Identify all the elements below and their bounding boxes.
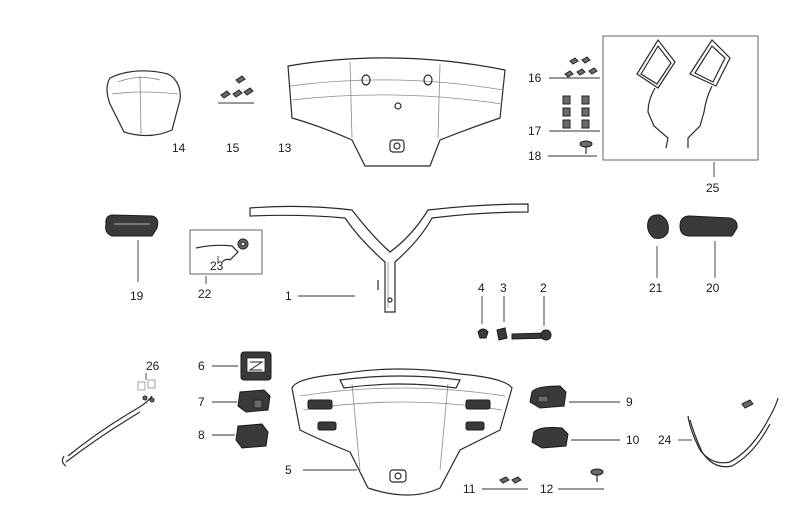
part-19-left-grip [105, 214, 159, 282]
part-6-switch [212, 351, 272, 381]
label-7: 7 [198, 395, 205, 409]
label-19: 19 [130, 289, 144, 303]
label-4: 4 [478, 281, 485, 295]
label-20: 20 [706, 281, 720, 295]
label-23: 23 [210, 259, 224, 273]
part-14-windshield [106, 70, 181, 137]
label-15: 15 [226, 141, 240, 155]
label-14: 14 [172, 141, 186, 155]
label-3: 3 [500, 281, 507, 295]
part-10-switch [531, 427, 620, 449]
part-15-screws [218, 75, 254, 104]
part-26-cable [61, 373, 156, 467]
label-18: 18 [528, 149, 542, 163]
part-13-front-upper-cover [287, 57, 506, 167]
label-22: 22 [198, 287, 212, 301]
label-21: 21 [649, 281, 663, 295]
label-12: 12 [540, 482, 554, 496]
part-11-screws [482, 476, 528, 490]
part-24-cable [678, 397, 779, 468]
label-24: 24 [658, 433, 672, 447]
label-17: 17 [528, 124, 542, 138]
part-7-switch [212, 389, 271, 413]
part-labels: 1 2 3 4 5 6 7 8 9 10 11 12 13 14 15 16 1… [130, 71, 720, 496]
label-5: 5 [285, 463, 292, 477]
part-1-handlebar [249, 203, 529, 313]
part-5-rear-handlebar-cover [291, 368, 513, 496]
part-22-lever-assembly [189, 229, 263, 284]
label-10: 10 [626, 433, 640, 447]
label-2: 2 [540, 281, 547, 295]
label-8: 8 [198, 428, 205, 442]
part-12-screw [558, 468, 604, 490]
part-17-clips [549, 95, 600, 132]
part-8-switch [212, 423, 269, 449]
label-25: 25 [706, 181, 720, 195]
label-11: 11 [463, 482, 476, 496]
part-3-nut [496, 296, 508, 341]
part-16-bolts [549, 56, 600, 79]
part-4-washer [477, 296, 489, 339]
part-9-switch [529, 385, 620, 409]
part-25-mirrors [602, 35, 759, 177]
part-2-bolt [511, 296, 552, 341]
label-6: 6 [198, 359, 205, 373]
label-13: 13 [278, 141, 292, 155]
part-21-throttle-housing [647, 214, 669, 278]
label-9: 9 [626, 395, 633, 409]
part-18-screw [548, 140, 597, 157]
label-16: 16 [528, 71, 542, 85]
label-1: 1 [285, 289, 292, 303]
part-20-right-grip [679, 215, 738, 278]
label-26: 26 [146, 359, 160, 373]
